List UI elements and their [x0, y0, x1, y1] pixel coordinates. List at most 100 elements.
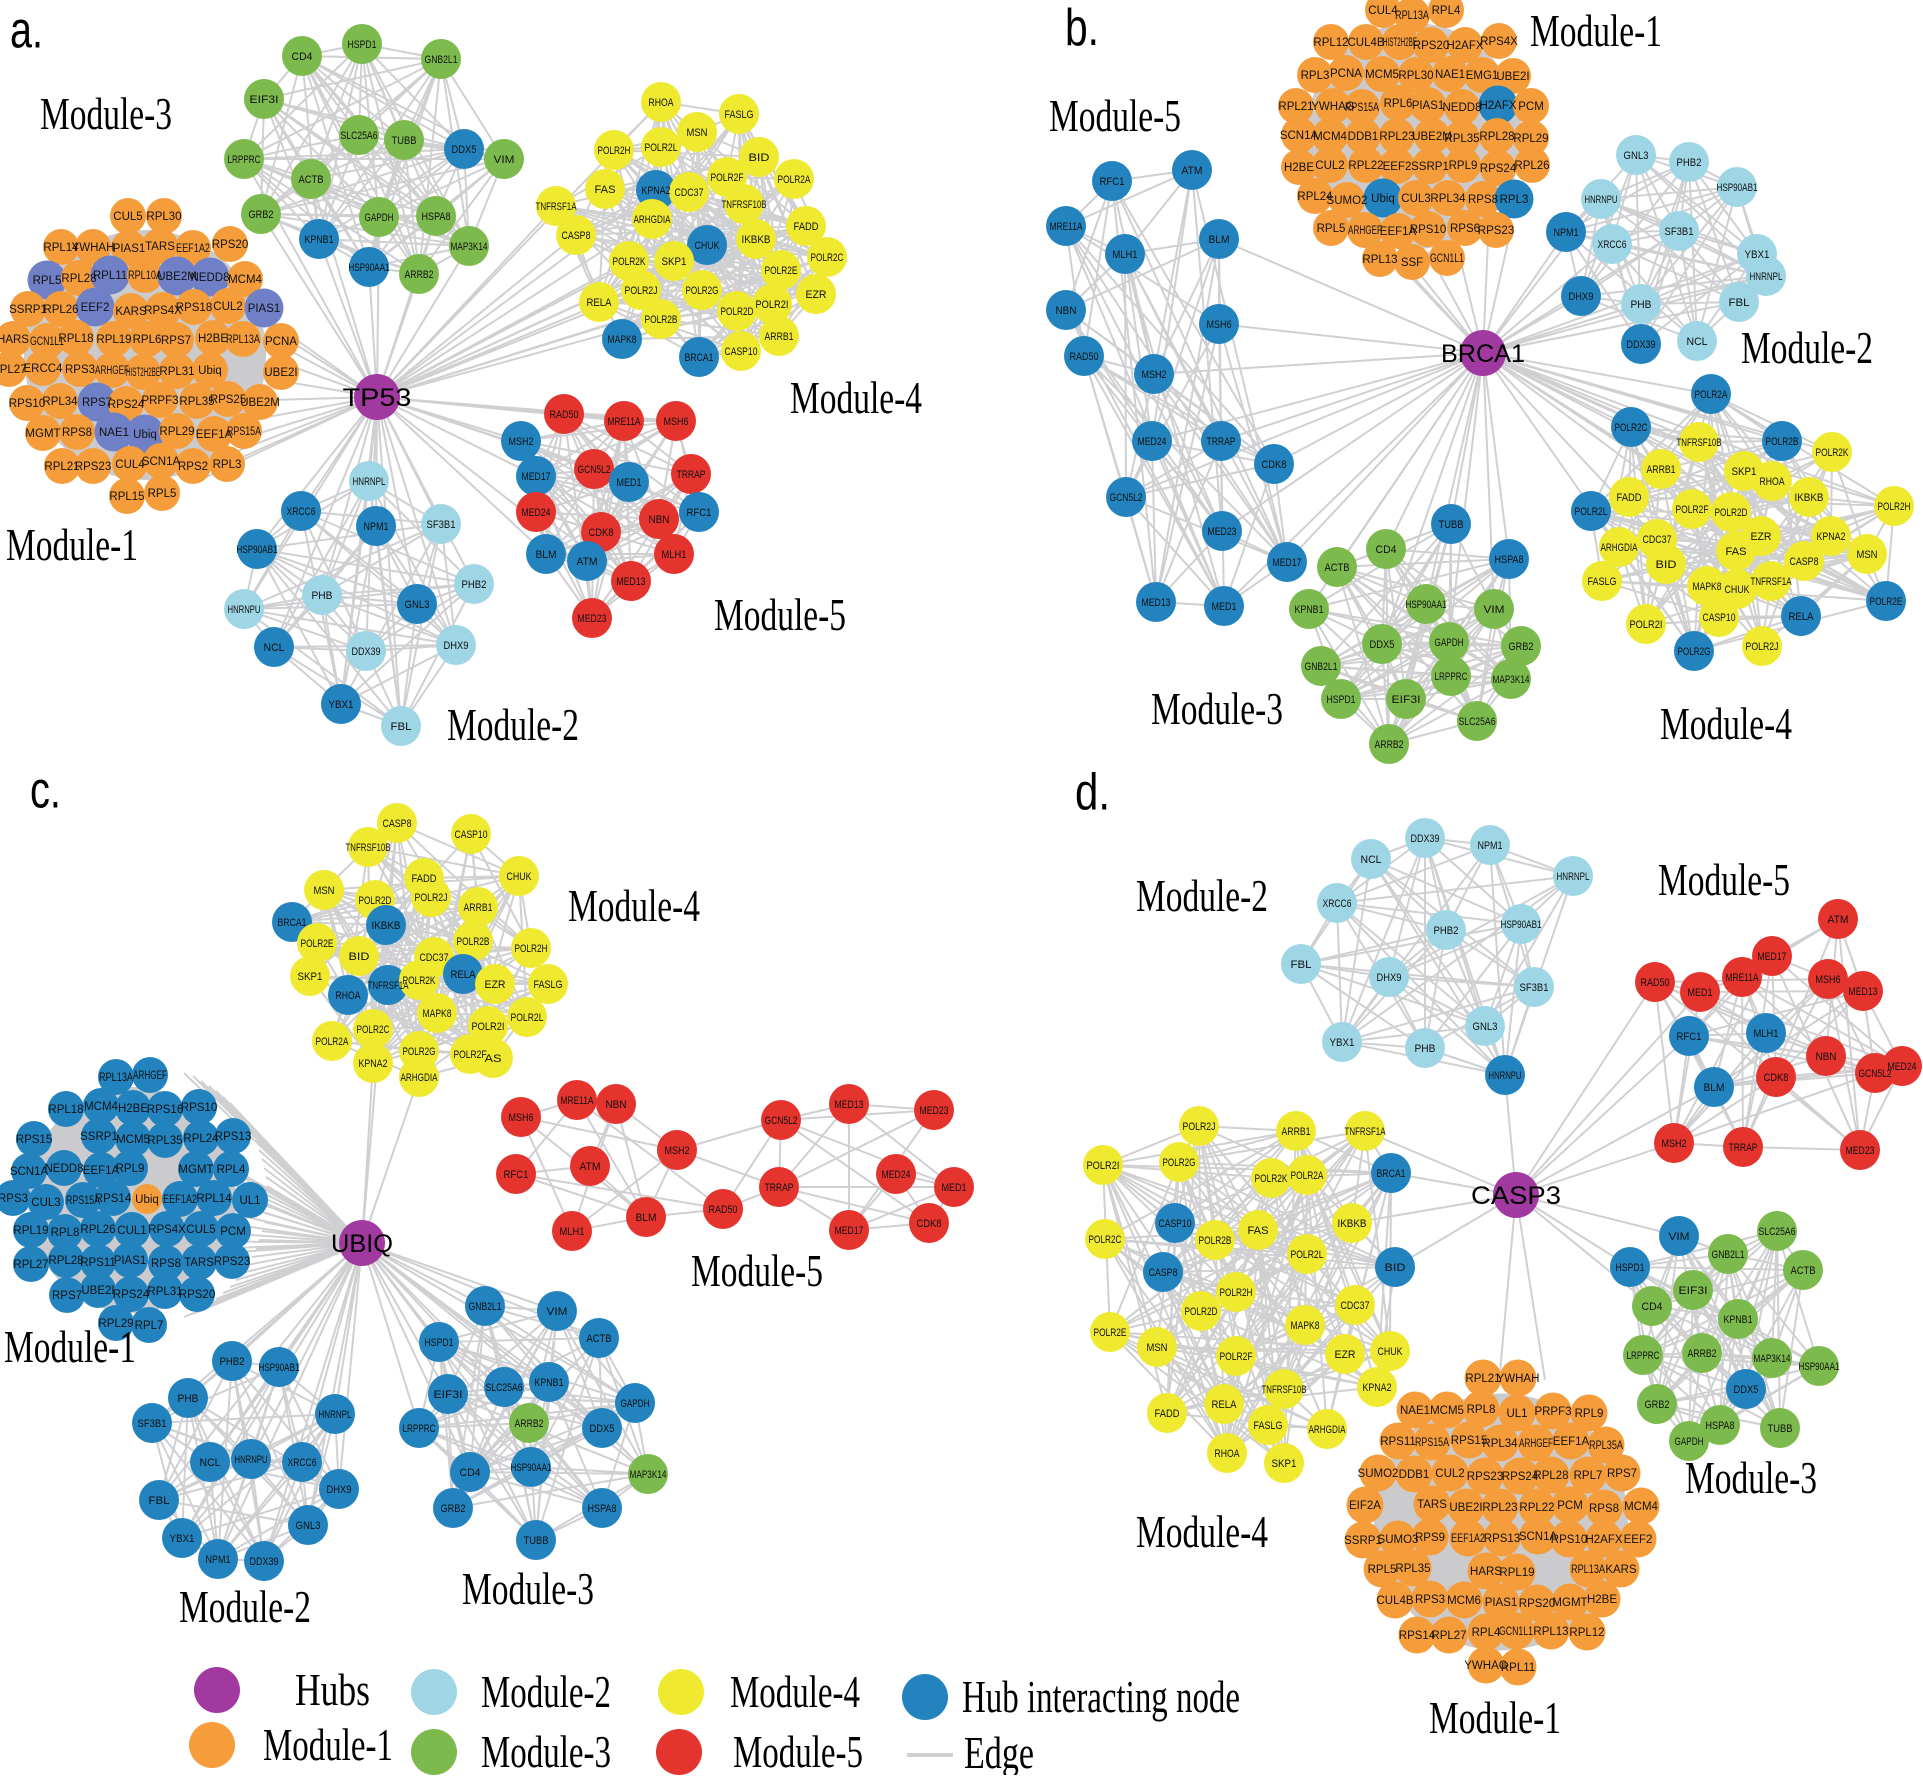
svg-text:POLR2D: POLR2D — [1715, 507, 1748, 519]
svg-text:RPS11: RPS11 — [1380, 1436, 1416, 1448]
svg-text:GAPDH: GAPDH — [1435, 637, 1464, 649]
svg-text:CDK8: CDK8 — [589, 527, 614, 539]
svg-text:MED13: MED13 — [835, 1099, 864, 1111]
svg-text:EEF1A2: EEF1A2 — [176, 243, 210, 255]
svg-text:GNL3: GNL3 — [1473, 1021, 1498, 1033]
svg-text:DHX9: DHX9 — [1569, 291, 1594, 303]
svg-text:HSP90AA1: HSP90AA1 — [349, 262, 390, 274]
svg-text:POLR2K: POLR2K — [1255, 1173, 1288, 1185]
svg-text:POLR2J: POLR2J — [625, 285, 658, 297]
svg-text:POLR2D: POLR2D — [359, 895, 392, 907]
svg-text:GRB2: GRB2 — [1509, 641, 1534, 653]
svg-text:BLM: BLM — [1209, 234, 1230, 246]
svg-text:CD4: CD4 — [460, 1467, 481, 1479]
svg-text:HARS: HARS — [1470, 1566, 1502, 1578]
svg-text:RPL28: RPL28 — [1479, 131, 1514, 143]
svg-text:POLR2B: POLR2B — [457, 936, 490, 948]
svg-text:EEF1A: EEF1A — [196, 429, 233, 441]
svg-text:RPL34: RPL34 — [1430, 193, 1466, 205]
svg-text:NBN: NBN — [649, 514, 670, 526]
svg-text:MED24: MED24 — [1888, 1061, 1917, 1073]
svg-text:TUBB: TUBB — [392, 135, 417, 147]
svg-text:POLR2L: POLR2L — [1575, 506, 1608, 518]
svg-text:MSH6: MSH6 — [664, 416, 689, 428]
svg-text:TRRAP: TRRAP — [765, 1182, 794, 1194]
svg-text:RPL22: RPL22 — [1348, 160, 1383, 172]
svg-text:RPL30: RPL30 — [146, 211, 181, 223]
svg-text:H2AFX: H2AFX — [1446, 40, 1483, 52]
svg-text:a.: a. — [10, 2, 43, 60]
svg-text:POLR2H: POLR2H — [598, 145, 631, 157]
svg-text:RPS15: RPS15 — [16, 1134, 52, 1146]
svg-text:Module-4: Module-4 — [568, 880, 700, 931]
svg-text:Module-5: Module-5 — [714, 589, 846, 640]
svg-text:GNB2L1: GNB2L1 — [425, 54, 458, 66]
svg-text:CUL3: CUL3 — [31, 1197, 60, 1209]
svg-text:POLR2E: POLR2E — [1870, 596, 1903, 608]
svg-text:RPS10: RPS10 — [181, 1102, 217, 1114]
svg-text:SCN1A: SCN1A — [142, 456, 181, 468]
svg-text:SF3B1: SF3B1 — [427, 519, 456, 531]
svg-text:YWHAH: YWHAH — [72, 242, 115, 254]
svg-text:RPS3: RPS3 — [1415, 1594, 1445, 1606]
svg-text:RPL4: RPL4 — [1432, 5, 1461, 17]
svg-text:GCN5L2: GCN5L2 — [578, 464, 611, 476]
svg-text:POLR2C: POLR2C — [1615, 422, 1648, 434]
svg-text:MED17: MED17 — [1273, 557, 1302, 569]
svg-text:BID: BID — [1656, 559, 1677, 571]
svg-text:H2BE: H2BE — [198, 333, 228, 345]
svg-text:ACTB: ACTB — [1791, 1265, 1816, 1277]
svg-text:RPS23: RPS23 — [1467, 1471, 1503, 1483]
svg-text:TNFRSF10B: TNFRSF10B — [1677, 437, 1722, 449]
svg-text:EEF1A: EEF1A — [1380, 226, 1417, 238]
svg-text:BID: BID — [349, 951, 370, 963]
svg-text:MED17: MED17 — [835, 1225, 864, 1237]
svg-text:KPNB1: KPNB1 — [1724, 1314, 1753, 1326]
svg-text:RPS8: RPS8 — [151, 1258, 181, 1270]
svg-text:RAD50: RAD50 — [709, 1204, 738, 1216]
svg-text:SUMO3: SUMO3 — [1378, 1534, 1419, 1546]
svg-text:EIF3I: EIF3I — [1679, 1285, 1708, 1297]
svg-text:ARHGDIA: ARHGDIA — [1309, 1424, 1346, 1436]
svg-text:RPS14: RPS14 — [95, 1193, 132, 1205]
svg-text:RPL35A: RPL35A — [1589, 1440, 1623, 1452]
svg-text:HSP90AA1: HSP90AA1 — [1406, 599, 1447, 611]
svg-text:BRCA1: BRCA1 — [1441, 340, 1525, 368]
svg-text:KPNB1: KPNB1 — [305, 234, 334, 246]
svg-text:DHX9: DHX9 — [327, 1484, 352, 1496]
svg-text:RPL35: RPL35 — [1444, 133, 1479, 145]
svg-text:RFC1: RFC1 — [1677, 1031, 1702, 1043]
svg-text:SF3B1: SF3B1 — [138, 1418, 167, 1430]
svg-text:HNRNPU: HNRNPU — [235, 1454, 268, 1466]
svg-text:FASLG: FASLG — [1588, 576, 1617, 588]
svg-text:RFC1: RFC1 — [687, 507, 712, 519]
svg-text:MED17: MED17 — [1758, 951, 1787, 963]
svg-text:MLH1: MLH1 — [1113, 249, 1138, 261]
svg-text:Module-5: Module-5 — [1049, 90, 1181, 141]
svg-text:POLR2K: POLR2K — [403, 975, 436, 987]
svg-text:RPS10: RPS10 — [9, 398, 45, 410]
svg-text:ATM: ATM — [1182, 165, 1203, 177]
svg-text:Module-1: Module-1 — [1429, 1692, 1561, 1743]
svg-text:SCN1A: SCN1A — [1280, 130, 1319, 142]
svg-text:DDX39: DDX39 — [352, 646, 381, 658]
svg-text:POLR2C: POLR2C — [357, 1024, 390, 1036]
svg-text:RPS9: RPS9 — [1415, 1532, 1445, 1544]
svg-text:POLR2H: POLR2H — [1878, 501, 1911, 513]
svg-text:ARHGEF: ARHGEF — [133, 1070, 167, 1082]
svg-text:CASP10: CASP10 — [455, 829, 488, 841]
svg-text:GNB2L1: GNB2L1 — [1712, 1249, 1745, 1261]
svg-text:DDX5: DDX5 — [452, 144, 477, 156]
svg-text:YBX1: YBX1 — [170, 1533, 195, 1545]
svg-text:POLR2K: POLR2K — [1816, 447, 1849, 459]
svg-text:IKBKB: IKBKB — [372, 920, 401, 932]
svg-text:BLM: BLM — [536, 549, 557, 561]
svg-text:CUL4: CUL4 — [115, 459, 145, 471]
svg-text:FADD: FADD — [1155, 1408, 1180, 1420]
svg-text:CHUK: CHUK — [695, 240, 721, 252]
svg-text:CASP8: CASP8 — [562, 230, 591, 242]
svg-text:ARHGEF: ARHGEF — [95, 365, 129, 377]
svg-text:IKBKB: IKBKB — [1338, 1218, 1367, 1230]
svg-text:FBL: FBL — [149, 1495, 170, 1507]
svg-text:NPM1: NPM1 — [206, 1554, 231, 1566]
